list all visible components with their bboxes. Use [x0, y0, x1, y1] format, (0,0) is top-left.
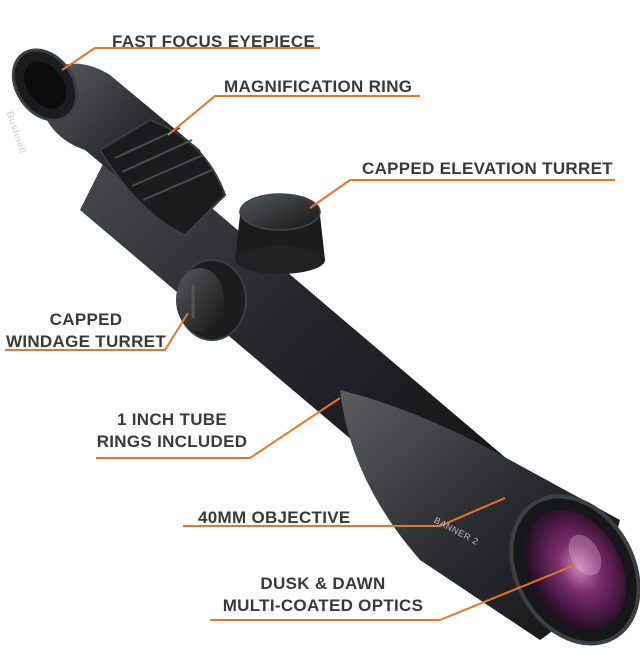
callout-label: 40MM OBJECTIVE — [198, 508, 351, 527]
leader-windage — [5, 312, 189, 351]
callout-label: CAPPED ELEVATION TURRET — [362, 159, 613, 178]
callout-label-line2: MULTI-COATED OPTICS — [222, 596, 424, 615]
leader-tube — [96, 397, 341, 459]
leader-optics — [210, 564, 576, 621]
callout-label-line1: DUSK & DAWN — [260, 574, 386, 593]
callout-capped-elevation-turret: CAPPED ELEVATION TURRET — [362, 158, 613, 180]
callout-label-line2: WINDAGE TURRET — [5, 332, 167, 351]
callout-label: MAGNIFICATION RING — [224, 77, 413, 96]
magnification-ring — [98, 118, 227, 237]
callout-one-inch-tube: 1 INCH TUBE RINGS INCLUDED — [96, 409, 248, 453]
leader-objective — [183, 497, 506, 527]
callout-magnification-ring: MAGNIFICATION RING — [224, 76, 412, 98]
leader-elevation — [309, 179, 615, 209]
callout-40mm-objective: 40MM OBJECTIVE — [198, 507, 351, 529]
leader-lines — [5, 47, 615, 621]
elevation-turret — [235, 193, 325, 274]
callout-capped-windage-turret: CAPPED WINDAGE TURRET — [0, 309, 172, 353]
callout-label-line2: RINGS INCLUDED — [96, 432, 248, 451]
leader-eyepiece — [61, 47, 320, 71]
callout-label: FAST FOCUS EYEPIECE — [112, 32, 316, 51]
callout-label-line1: CAPPED — [49, 310, 123, 329]
objective-lens — [523, 509, 627, 631]
leader-magnification — [167, 95, 420, 136]
callout-multi-coated-optics: DUSK & DAWN MULTI-COATED OPTICS — [218, 573, 428, 617]
callout-label-line1: 1 INCH TUBE — [116, 410, 228, 429]
callout-fast-focus-eyepiece: FAST FOCUS EYEPIECE — [112, 31, 315, 53]
windage-turret — [176, 259, 247, 341]
